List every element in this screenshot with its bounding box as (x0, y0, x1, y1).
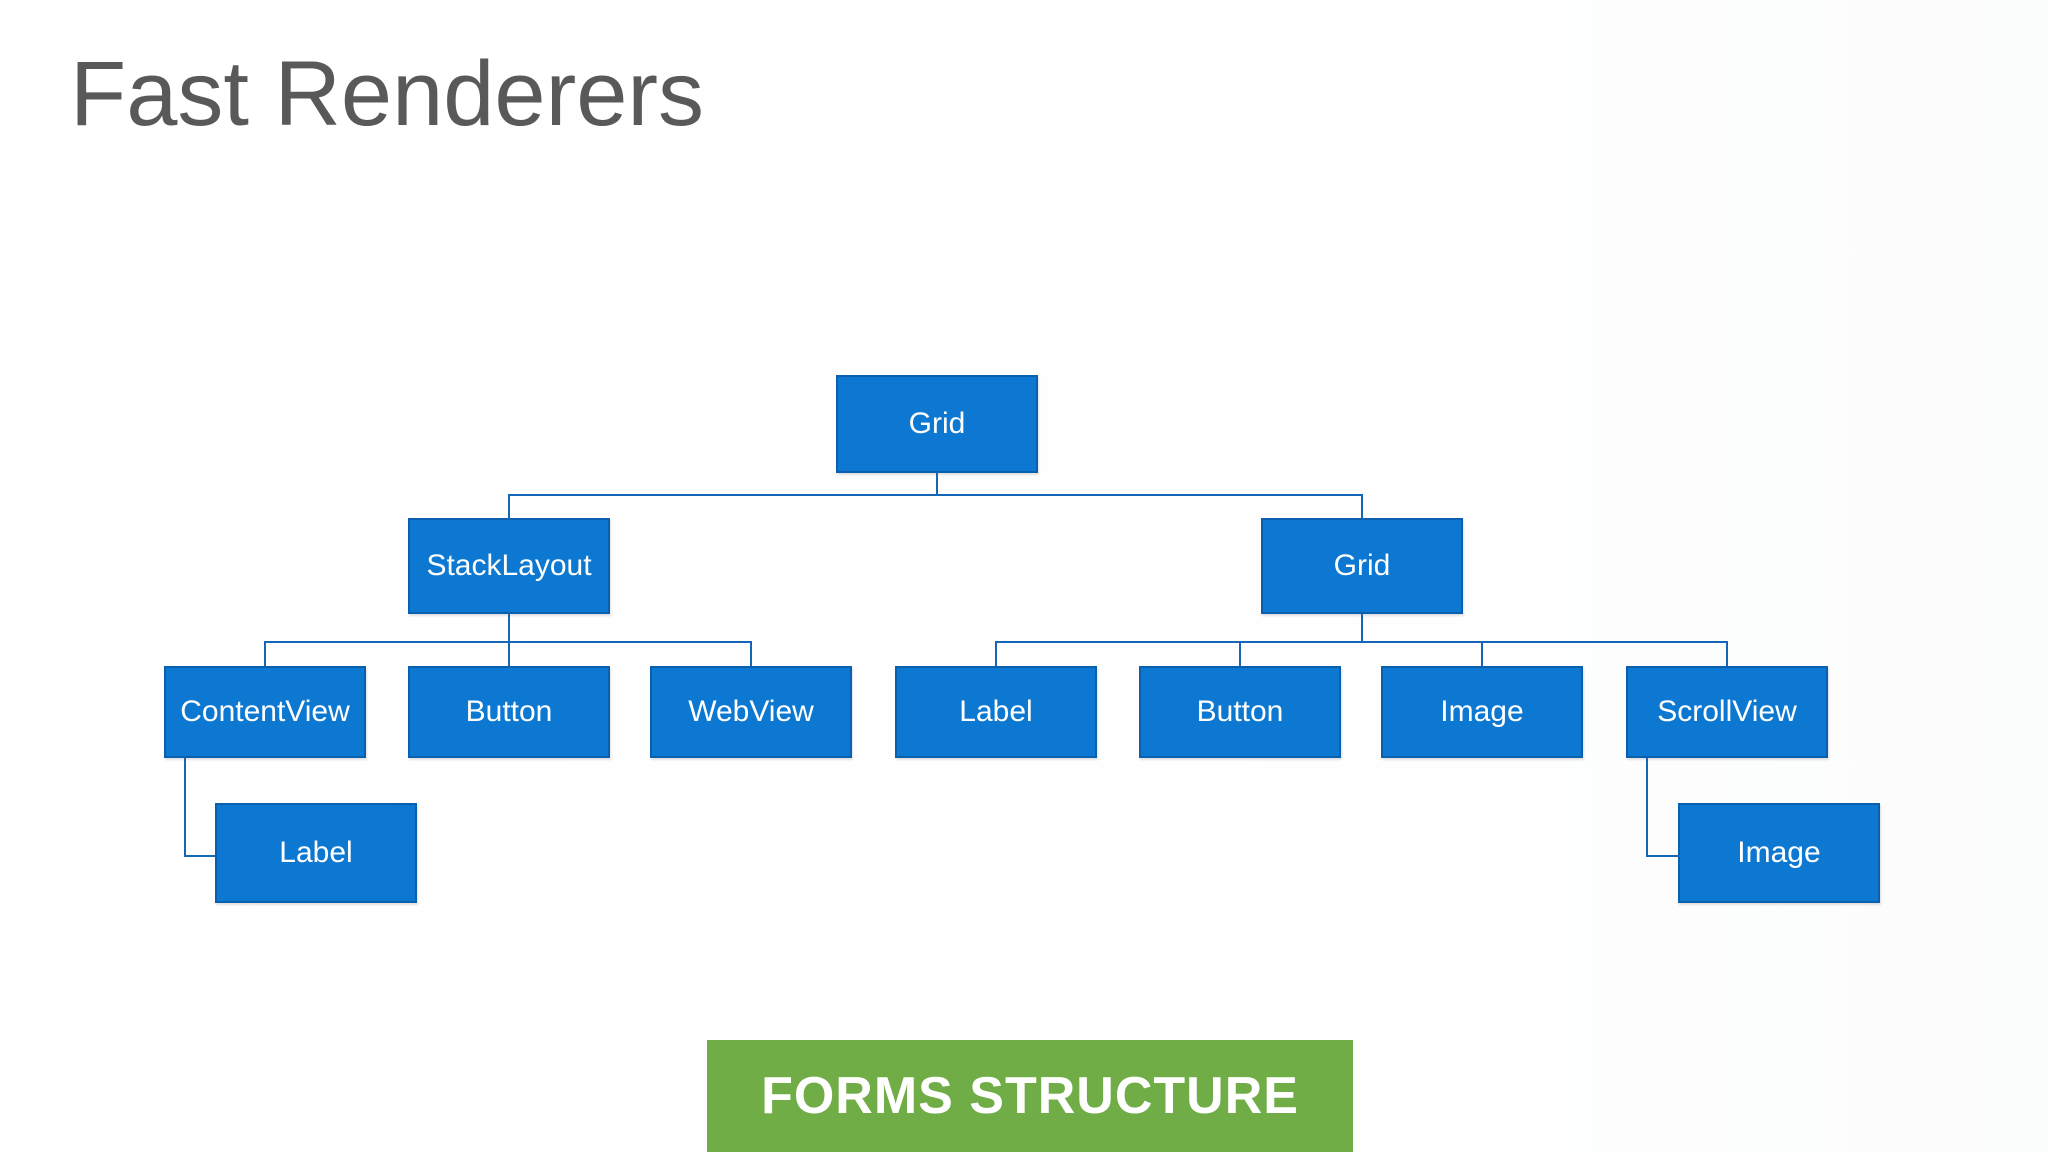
node-label-mid: Label (895, 666, 1097, 758)
node-label: Button (465, 695, 553, 728)
node-label: ScrollView (1657, 695, 1797, 728)
node-webview: WebView (650, 666, 852, 758)
connector-drop-stacklayout (508, 494, 510, 520)
node-label: Grid (908, 407, 966, 440)
connector-stacklayout-drop (508, 614, 510, 643)
node-label: Image (1440, 695, 1524, 728)
banner-label: FORMS STRUCTURE (761, 1067, 1299, 1125)
node-image-leaf: Image (1678, 803, 1880, 903)
node-label: WebView (688, 695, 814, 728)
connector-contentview-elbow-v (184, 758, 186, 857)
connector-drop-grid2 (1361, 494, 1363, 520)
connector-contentview-elbow-h (184, 855, 215, 857)
connector-drop-label-mid (995, 641, 997, 666)
node-label: Image (1737, 836, 1821, 869)
connector-drop-webview (750, 641, 752, 666)
node-label: Grid (1333, 549, 1391, 582)
slide-title: Fast Renderers (70, 43, 705, 145)
connector-bus-grid2-children (995, 641, 1728, 643)
node-button-left: Button (408, 666, 610, 758)
node-label: ContentView (180, 695, 350, 728)
node-stacklayout: StackLayout (408, 518, 610, 614)
node-scrollview: ScrollView (1626, 666, 1828, 758)
connector-bus-level2 (508, 494, 1363, 496)
connector-drop-contentview (264, 641, 266, 666)
node-label: Label (959, 695, 1033, 728)
node-image-mid: Image (1381, 666, 1583, 758)
node-grid-2: Grid (1261, 518, 1463, 614)
connector-drop-image-mid (1481, 641, 1483, 666)
connector-drop-button-left (508, 641, 510, 666)
node-label: StackLayout (426, 549, 592, 582)
node-label-leaf: Label (215, 803, 417, 903)
node-label: Label (279, 836, 353, 869)
node-grid-root: Grid (836, 375, 1038, 473)
connector-scrollview-elbow-h (1646, 855, 1678, 857)
connector-grid2-drop (1361, 614, 1363, 643)
connector-root-drop (936, 473, 938, 496)
node-contentview: ContentView (164, 666, 366, 758)
forms-structure-banner: FORMS STRUCTURE (707, 1040, 1353, 1152)
connector-drop-button-right (1239, 641, 1241, 666)
connector-drop-scrollview (1726, 641, 1728, 666)
connector-scrollview-elbow-v (1646, 758, 1648, 857)
node-button-right: Button (1139, 666, 1341, 758)
node-label: Button (1196, 695, 1284, 728)
